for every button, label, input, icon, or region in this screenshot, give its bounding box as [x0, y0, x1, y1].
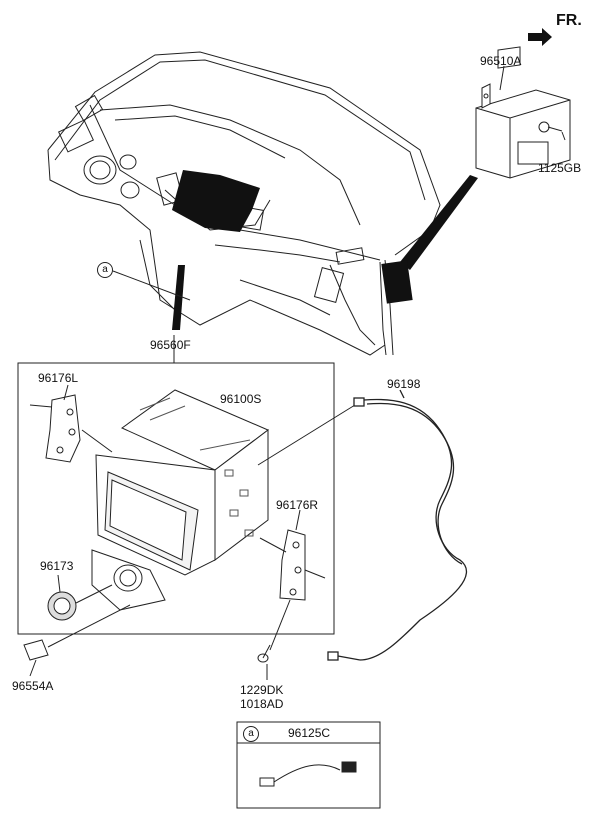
bracket-left-drawing [29, 384, 113, 463]
assembly-box [17, 362, 335, 635]
front-arrow-icon [528, 28, 552, 46]
antenna-cable-drawing [327, 389, 467, 661]
head-unit-location-marker [172, 170, 260, 232]
part-label-bracket-left: 96176L [38, 371, 79, 385]
callout-leader [112, 270, 191, 301]
bracket-right-drawing [259, 509, 326, 651]
part-label-amp-unit: 96510A [480, 54, 522, 68]
amplifier-unit-drawing [475, 46, 571, 179]
part-label-screw-2: 1018AD [240, 697, 284, 711]
head-unit-drawing [91, 389, 356, 611]
part-label-bolt: 1125GB [538, 161, 582, 175]
pointer-to-amp-icon [400, 175, 478, 270]
front-direction-label: FR. [556, 12, 582, 29]
part-label-head-unit: 96100S [220, 392, 262, 406]
part-label-bracket-right: 96176R [276, 498, 319, 512]
part-label-antenna-cable: 96198 [387, 377, 421, 391]
part-label-jack: 96554A [12, 679, 54, 693]
jack-drawing [23, 604, 131, 677]
inset-box [236, 721, 381, 809]
part-label-screw-1: 1229DK [240, 683, 284, 697]
screw-drawing [257, 644, 271, 680]
inset-callout-a-icon: a [243, 726, 259, 742]
part-label-knob: 96173 [40, 559, 74, 573]
part-label-inset-cable: 96125C [288, 726, 331, 740]
amp-mount-location-marker [381, 260, 413, 304]
knob-drawing [47, 574, 113, 621]
inset-cable-drawing [259, 761, 357, 787]
pointer-to-wiring-icon [172, 265, 185, 330]
part-label-wiring: 96560F [150, 338, 191, 352]
callout-a-icon: a [97, 262, 113, 278]
